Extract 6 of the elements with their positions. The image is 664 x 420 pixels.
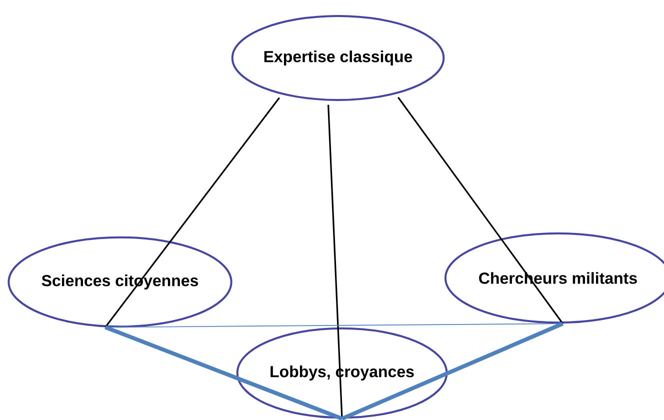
connector-line bbox=[341, 322, 564, 420]
connector-line bbox=[398, 96, 564, 324]
ellipse-node: Expertise classique bbox=[231, 15, 445, 101]
connector-line bbox=[104, 97, 280, 328]
connector-line bbox=[104, 325, 343, 420]
connector-line bbox=[328, 104, 343, 419]
